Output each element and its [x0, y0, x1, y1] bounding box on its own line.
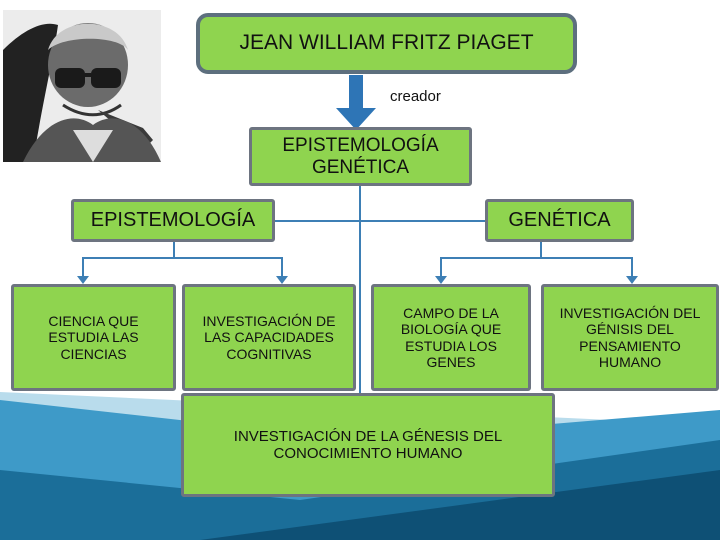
leaf-text: CAMPO DE LA BIOLOGÍA QUE ESTUDIA LOS GEN… [400, 305, 502, 370]
bottom-concept-text: INVESTIGACIÓN DE LA GÉNESIS DEL CONOCIMI… [233, 427, 503, 462]
title-text: JEAN WILLIAM FRITZ PIAGET [239, 31, 534, 55]
branch-epistemologia: EPISTEMOLOGÍA [71, 199, 275, 242]
connector-arrowhead [77, 276, 89, 284]
portrait-photo [3, 10, 161, 162]
bottom-concept-box: INVESTIGACIÓN DE LA GÉNESIS DEL CONOCIMI… [181, 393, 555, 497]
leaf-box: CIENCIA QUE ESTUDIA LAS CIENCIAS [11, 284, 176, 391]
title-box: JEAN WILLIAM FRITZ PIAGET [196, 13, 577, 74]
connector [359, 186, 361, 393]
central-concept-box: EPISTEMOLOGÍA GENÉTICA [249, 127, 472, 186]
connector [82, 257, 283, 259]
connector-arrowhead [435, 276, 447, 284]
connector [82, 257, 84, 277]
leaf-text: CIENCIA QUE ESTUDIA LAS CIENCIAS [48, 313, 139, 362]
connector [440, 257, 442, 277]
central-concept-text: EPISTEMOLOGÍA GENÉTICA [282, 134, 439, 178]
connector [540, 242, 542, 258]
connector-arrowhead [626, 276, 638, 284]
connector [173, 242, 175, 258]
connector [631, 257, 633, 277]
connector-arrowhead [276, 276, 288, 284]
connector [440, 257, 633, 259]
branch-genetica: GENÉTICA [485, 199, 634, 242]
branch-genetica-label: GENÉTICA [508, 209, 611, 231]
connector [275, 220, 485, 222]
leaf-box: CAMPO DE LA BIOLOGÍA QUE ESTUDIA LOS GEN… [371, 284, 531, 391]
branch-epistemologia-label: EPISTEMOLOGÍA [90, 209, 256, 231]
arrow-label: creador [390, 88, 441, 105]
connector [281, 257, 283, 277]
leaf-box: INVESTIGACIÓN DEL GÉNISIS DEL PENSAMIENT… [541, 284, 719, 391]
leaf-text: INVESTIGACIÓN DE LAS CAPACIDADES COGNITI… [202, 313, 336, 362]
leaf-text: INVESTIGACIÓN DEL GÉNISIS DEL PENSAMIENT… [559, 305, 701, 370]
leaf-box: INVESTIGACIÓN DE LAS CAPACIDADES COGNITI… [182, 284, 356, 391]
